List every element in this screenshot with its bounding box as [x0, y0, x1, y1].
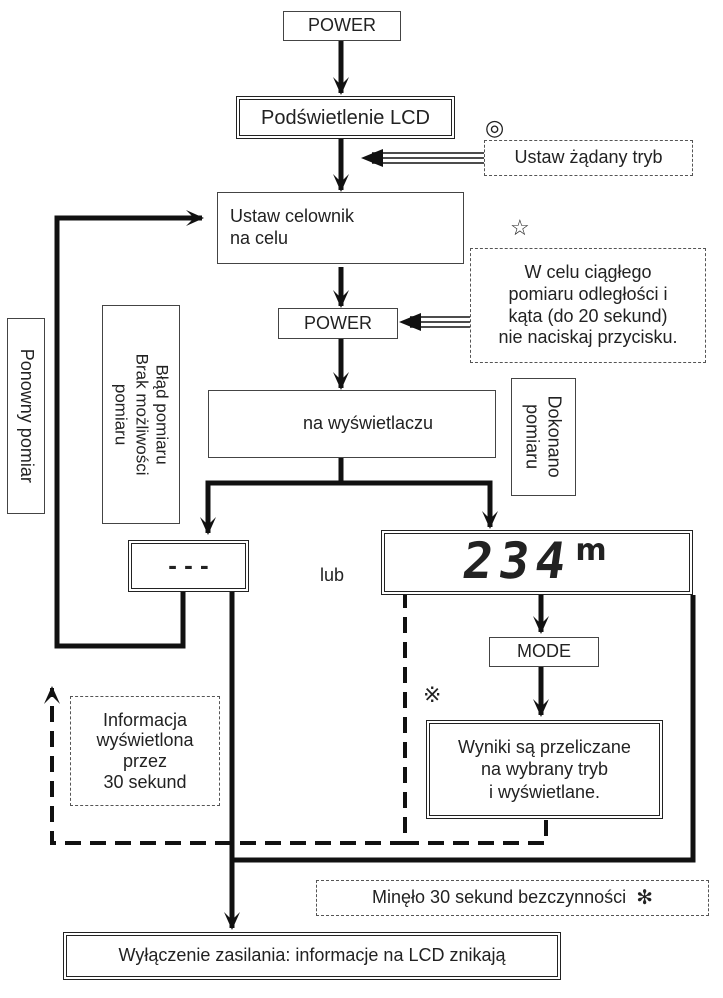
mode-button: MODE: [489, 637, 599, 667]
aim-text-line-1: Ustaw celownik: [230, 206, 355, 227]
info-dashed-loop: [44, 592, 407, 845]
power-button-top: POWER: [283, 11, 401, 41]
info-text-line-4: 30 sekund: [103, 771, 187, 792]
continuous-text-line-4: nie naciskaj przycisku.: [498, 327, 678, 348]
power-mid-label: POWER: [303, 312, 372, 333]
power-off-box: Wyłączenie zasilania: informacje na LCD …: [63, 932, 561, 980]
lcd-backlight-label: Podświetlenie LCD: [261, 106, 430, 129]
error-text-line-1: Błąd pomiaru: [152, 364, 172, 465]
on-display-box: na wyświetlaczu: [208, 390, 496, 458]
on-display-label: na wyświetlaczu: [303, 413, 434, 434]
info-text: Informacja wyświetlona przez 30 sekund: [96, 710, 193, 793]
right-return-line: [232, 595, 696, 863]
results-text: Wyniki są przeliczane na wybrany tryb i …: [458, 736, 631, 804]
done-text: Dokonano pomiaru: [522, 395, 566, 479]
remeasure-loop-line: [54, 210, 204, 649]
info-text-line-2: wyświetlona: [96, 730, 194, 751]
error-display-box: - - -: [128, 540, 249, 592]
power-button-mid: POWER: [278, 308, 398, 339]
info-text-line-3: przez: [122, 751, 167, 771]
set-mode-label: Ustaw żądany tryb: [514, 147, 663, 168]
remeasure-label-box: Ponowny pomiar: [7, 318, 45, 514]
done-text-line-2: pomiaru: [523, 404, 544, 470]
remeasure-text: Ponowny pomiar: [16, 348, 37, 484]
error-text: Błąd pomiaru Brak możliwości pomiaru: [110, 353, 172, 476]
idle-timeout-note: Minęło 30 sekund bezczynności ✻: [316, 880, 709, 916]
lcd-distance-display: 234 m: [381, 530, 693, 595]
aim-text: Ustaw celownik na celu: [230, 206, 354, 249]
asterisk-symbol: ✻: [636, 887, 653, 909]
aim-crosshair-box: Ustaw celownik na celu: [217, 192, 464, 264]
error-text-line-2: Brak możliwości: [132, 353, 152, 476]
done-label-box: Dokonano pomiaru: [511, 378, 576, 496]
results-text-line-1: Wyniki są przeliczane: [458, 736, 631, 757]
split-line-right: [341, 480, 498, 529]
info-text-line-1: Informacja: [102, 709, 188, 730]
continuous-measurement-note: W celu ciągłego pomiaru odległości i kąt…: [470, 248, 706, 363]
error-text-line-3: pomiaru: [111, 383, 131, 446]
reference-mark-symbol: ※: [423, 682, 442, 707]
set-mode-note: Ustaw żądany tryb: [484, 140, 693, 176]
lcd-backlight-box: Podświetlenie LCD: [236, 96, 455, 139]
error-label-box: Błąd pomiaru Brak możliwości pomiaru: [102, 305, 180, 524]
arrow-set-mode: [372, 152, 484, 164]
continuous-text: W celu ciągłego pomiaru odległości i kąt…: [498, 262, 677, 348]
continuous-text-line-2: pomiaru odległości i: [508, 283, 668, 304]
results-dashed-line: [405, 820, 548, 845]
continuous-text-line-1: W celu ciągłego: [524, 262, 652, 283]
mode-label: MODE: [517, 641, 571, 662]
continuous-text-line-3: kąta (do 20 sekund): [508, 305, 668, 326]
results-text-line-2: na wybrany tryb: [480, 759, 609, 780]
power-off-label: Wyłączenie zasilania: informacje na LCD …: [118, 945, 506, 966]
split-line: [200, 458, 344, 535]
or-label: lub: [320, 565, 345, 585]
double-circle-symbol: ◎: [485, 115, 505, 140]
aim-text-line-2: na celu: [230, 228, 289, 248]
info-displayed-note: Informacja wyświetlona przez 30 sekund: [70, 696, 220, 806]
power-top-label: POWER: [307, 15, 376, 36]
results-text-line-3: i wyświetlane.: [488, 781, 601, 802]
results-box: Wyniki są przeliczane na wybrany tryb i …: [426, 720, 663, 819]
idle-timeout-label: Minęło 30 sekund bezczynności: [372, 887, 627, 908]
lcd-digits: 234: [458, 532, 576, 590]
done-text-line-1: Dokonano: [545, 395, 566, 479]
error-display-dashes: - - -: [168, 550, 209, 581]
star-symbol: ☆: [510, 215, 530, 240]
lcd-unit: m: [575, 533, 607, 568]
